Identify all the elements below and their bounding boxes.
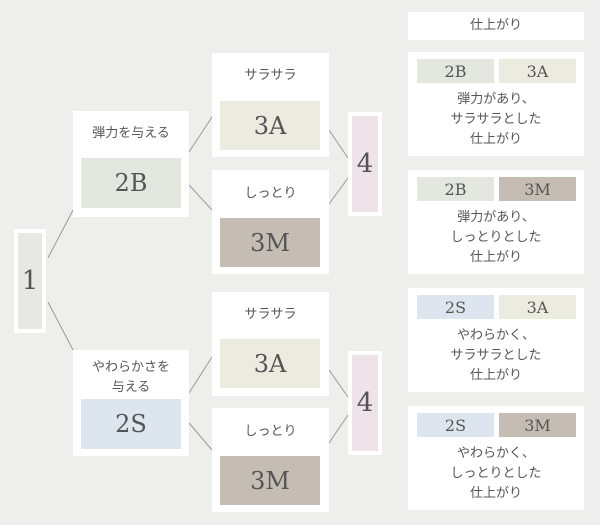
box-2B: 2B xyxy=(81,158,181,208)
result-code-3M: 3M xyxy=(499,177,576,201)
finish-label-2B-3M: しっとり xyxy=(244,186,297,201)
result-code-2S: 2S xyxy=(417,413,494,437)
result-code-3M: 3M xyxy=(499,413,576,437)
link-3A-4-top xyxy=(328,129,349,159)
root-box: 1 xyxy=(18,233,42,329)
branch-2S-label: やわらかさを 与える xyxy=(91,360,170,395)
link-2B-3A xyxy=(188,116,213,153)
link-2B-3M xyxy=(188,184,213,211)
finish-label-2S-3M: しっとり xyxy=(244,424,297,439)
result-code-2B: 2B xyxy=(417,59,494,83)
link-root-2B xyxy=(47,209,74,259)
result-text: やわらかく、 しっとりとした 仕上がり xyxy=(450,446,542,501)
result-text: 弾力があり、 しっとりとした 仕上がり xyxy=(450,210,542,265)
link-root-2S xyxy=(47,301,74,351)
result-code-3A: 3A xyxy=(499,295,576,319)
link-3M-4-bottom xyxy=(328,414,349,444)
link-2S-3A xyxy=(188,356,213,394)
box-3A-upper: 3A xyxy=(220,101,320,150)
result-code-2B: 2B xyxy=(417,177,494,201)
result-text: 弾力があり、 サラサラとした 仕上がり xyxy=(450,92,542,147)
finish-label-2S-3A: サラサラ xyxy=(244,307,297,322)
link-2S-3M xyxy=(188,422,213,451)
result-text: やわらかく、 サラサラとした 仕上がり xyxy=(450,328,542,383)
link-3A-4-bottom xyxy=(328,369,349,398)
box-4-upper: 4 xyxy=(352,116,378,212)
results-header-frame xyxy=(408,12,584,40)
result-code-2S: 2S xyxy=(417,295,494,319)
link-3M-4-top xyxy=(328,177,349,205)
results-header: 仕上がり xyxy=(469,18,522,33)
branch-2B-label: 弾力を与える xyxy=(92,126,170,141)
result-code-3A: 3A xyxy=(499,59,576,83)
box-2S: 2S xyxy=(81,399,181,449)
box-3A-lower: 3A xyxy=(220,339,320,388)
box-4-lower: 4 xyxy=(352,355,378,451)
box-3M-upper: 3M xyxy=(220,218,320,267)
finish-label-2B-3A: サラサラ xyxy=(244,68,297,83)
box-3M-lower: 3M xyxy=(220,456,320,505)
